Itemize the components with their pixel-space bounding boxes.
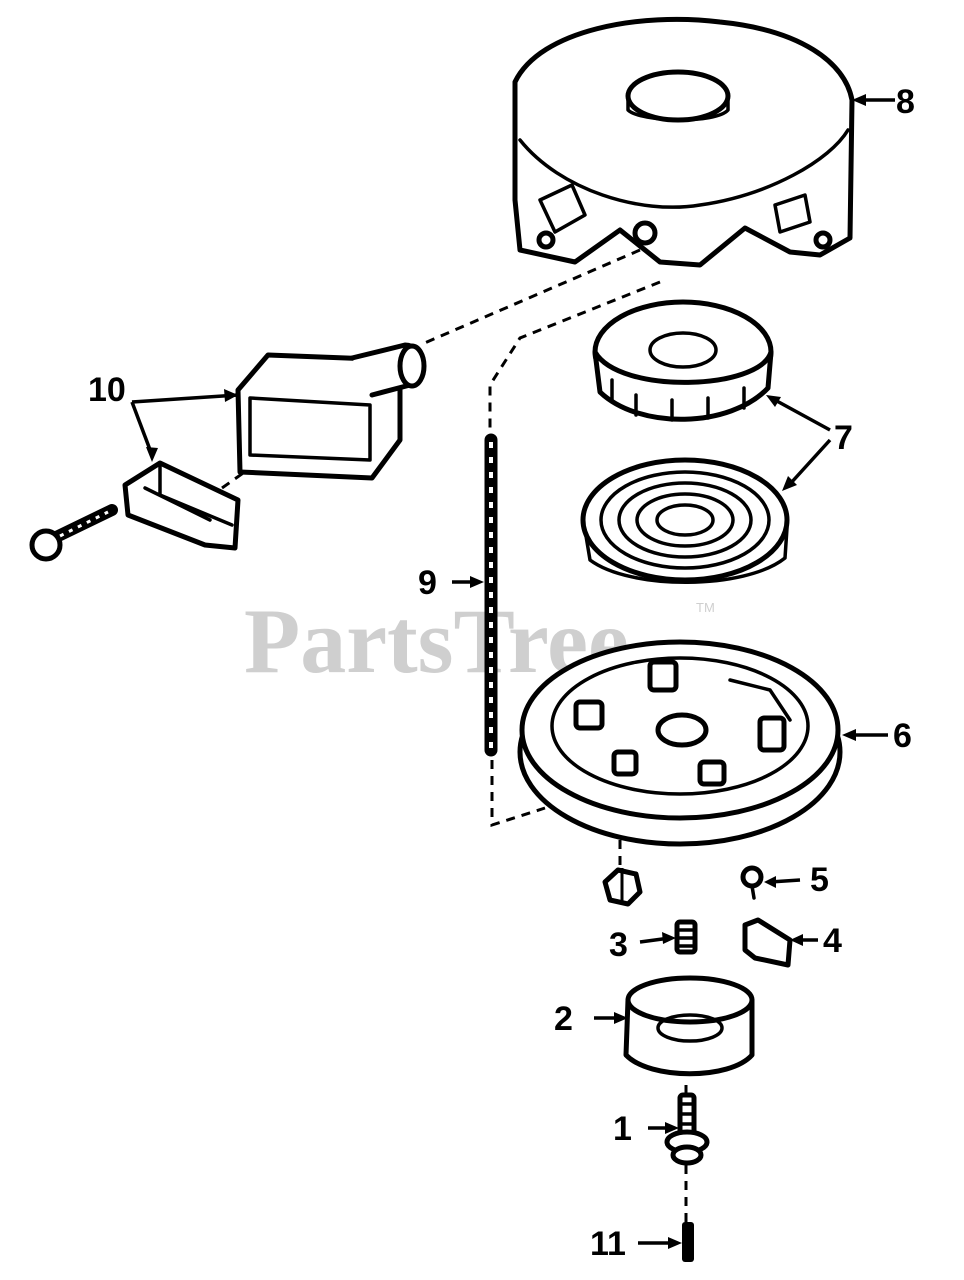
handle-insert — [122, 460, 241, 551]
watermark-trademark: TM — [696, 600, 715, 615]
starter-handle — [235, 342, 427, 481]
callout-1: 1 — [613, 1110, 632, 1148]
callout-8: 8 — [896, 83, 915, 121]
retainer-screw — [664, 1092, 710, 1166]
rewind-spring — [580, 457, 790, 584]
leader-lines — [130, 94, 895, 1249]
drive-pin — [682, 1222, 694, 1262]
starter-pulley — [517, 639, 843, 847]
starter-pawl — [742, 917, 793, 968]
compression-spring — [674, 919, 698, 955]
callout-7: 7 — [834, 419, 853, 457]
callout-6: 6 — [893, 717, 912, 755]
callout-labels: 8 10 7 9 6 5 3 4 2 1 11 — [88, 83, 915, 1263]
hex-nut — [602, 867, 643, 907]
spring-cover — [592, 299, 774, 422]
callout-2: 2 — [554, 1000, 573, 1038]
callout-5: 5 — [810, 861, 829, 899]
pawl-spring — [740, 865, 764, 900]
starter-housing — [512, 16, 855, 268]
callout-9: 9 — [418, 564, 437, 602]
retainer-cup — [623, 975, 755, 1077]
callout-3: 3 — [609, 926, 628, 964]
handle-screw — [29, 504, 118, 562]
callout-10: 10 — [88, 371, 126, 409]
callout-11: 11 — [590, 1225, 626, 1263]
callout-4: 4 — [823, 922, 842, 960]
